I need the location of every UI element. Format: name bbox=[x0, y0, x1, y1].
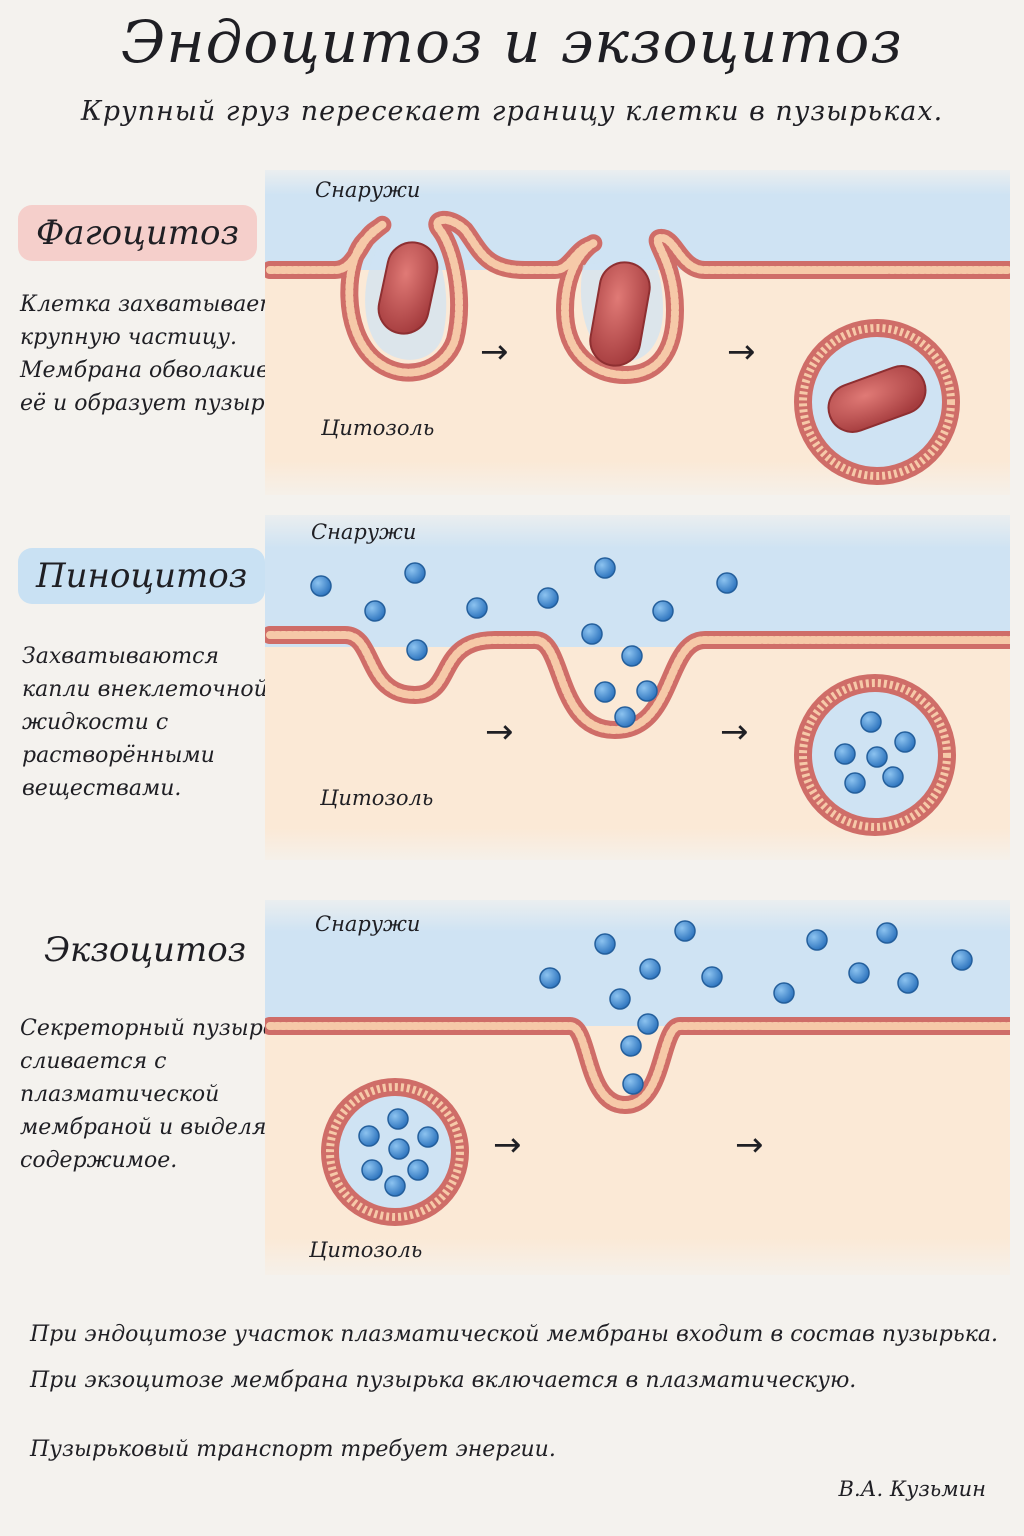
droplet bbox=[637, 1013, 659, 1035]
droplet bbox=[364, 600, 386, 622]
cytosol-label: Цитозоль bbox=[309, 1238, 423, 1262]
membrane-inner bbox=[266, 631, 1010, 735]
droplet bbox=[834, 743, 856, 765]
page-title: Эндоцитоз и экзоцитоз bbox=[121, 8, 903, 76]
droplet bbox=[636, 680, 658, 702]
outside-region bbox=[265, 515, 1010, 647]
droplet bbox=[466, 597, 488, 619]
pinocytosis-diagram: → → Снаружи Цитозоль bbox=[265, 515, 1010, 860]
droplet bbox=[701, 966, 723, 988]
droplet bbox=[417, 1126, 439, 1148]
exocytosis-badge: Экзоцитоз bbox=[26, 922, 264, 978]
pinocytosis-title: Пиноцитоз bbox=[36, 556, 248, 596]
vesicle-1-membrane-inner bbox=[799, 324, 955, 480]
exocytosis-description: Секреторный пузырёк сливается с плазмати… bbox=[20, 1016, 301, 1173]
droplet bbox=[639, 958, 661, 980]
droplet bbox=[876, 922, 898, 944]
droplet bbox=[387, 1108, 409, 1130]
droplet bbox=[894, 731, 916, 753]
droplet bbox=[614, 706, 636, 728]
pinocytosis-badge: Пиноцитоз bbox=[18, 548, 266, 604]
outside-region bbox=[265, 900, 1010, 1026]
droplet bbox=[594, 557, 616, 579]
droplet bbox=[384, 1175, 406, 1197]
outside-label: Снаружи bbox=[315, 912, 421, 936]
droplet bbox=[539, 967, 561, 989]
droplet bbox=[806, 929, 828, 951]
arrow-1: → bbox=[485, 712, 514, 752]
droplet bbox=[358, 1125, 380, 1147]
arrow-2: → bbox=[727, 332, 756, 372]
droplet bbox=[310, 575, 332, 597]
droplet bbox=[594, 681, 616, 703]
droplet bbox=[882, 766, 904, 788]
membrane-inner bbox=[266, 215, 1010, 380]
droplet bbox=[609, 988, 631, 1010]
vesicle-2-membrane-inner bbox=[799, 679, 951, 831]
page-subtitle: Крупный груз пересекает границу клетки в… bbox=[80, 96, 944, 127]
phagocytosis-diagram: → → Снаружи Цитозоль bbox=[265, 170, 1010, 495]
droplet bbox=[773, 982, 795, 1004]
outside-label: Снаружи bbox=[311, 520, 417, 544]
droplet bbox=[951, 949, 973, 971]
secretory-vesicle-membrane-inner bbox=[326, 1083, 464, 1221]
exocytosis-diagram: → → Снаружи Цитозоль bbox=[265, 900, 1010, 1275]
droplet bbox=[407, 1159, 429, 1181]
droplet bbox=[674, 920, 696, 942]
phagocytosis-badge: Фагоцитоз bbox=[18, 205, 258, 261]
author-signature: В.А. Кузьмин bbox=[838, 1477, 986, 1501]
arrow-2: → bbox=[735, 1125, 764, 1165]
outside-label: Снаружи bbox=[315, 178, 421, 202]
droplet bbox=[716, 572, 738, 594]
droplet bbox=[594, 933, 616, 955]
exocytosis-title: Экзоцитоз bbox=[44, 930, 247, 970]
footer-line-1: При эндоцитозе участок плазматической ме… bbox=[30, 1322, 999, 1347]
droplet bbox=[361, 1159, 383, 1181]
droplet bbox=[897, 972, 919, 994]
droplet bbox=[537, 587, 559, 609]
droplet bbox=[866, 746, 888, 768]
droplet bbox=[406, 639, 428, 661]
particle-1 bbox=[377, 241, 439, 335]
arrow-1: → bbox=[480, 332, 509, 372]
droplet bbox=[581, 623, 603, 645]
droplet bbox=[621, 645, 643, 667]
droplet bbox=[388, 1138, 410, 1160]
droplet bbox=[844, 772, 866, 794]
pinocytosis-description: Захватываются капли внеклеточной жидкост… bbox=[22, 644, 268, 801]
droplet bbox=[404, 562, 426, 584]
particle-3 bbox=[827, 365, 927, 433]
droplet bbox=[622, 1073, 644, 1095]
arrow-1: → bbox=[493, 1125, 522, 1165]
droplet bbox=[860, 711, 882, 733]
footer-line-3: Пузырьковый транспорт требует энергии. bbox=[30, 1437, 556, 1462]
particle-2 bbox=[589, 261, 651, 367]
footer-line-2: При экзоцитозе мембрана пузырька включае… bbox=[30, 1368, 857, 1393]
droplet bbox=[652, 600, 674, 622]
phagocytosis-title: Фагоцитоз bbox=[36, 213, 240, 253]
cytosol-label: Цитозоль bbox=[321, 416, 435, 440]
droplet bbox=[848, 962, 870, 984]
droplet bbox=[620, 1035, 642, 1057]
cytosol-label: Цитозоль bbox=[320, 786, 434, 810]
membrane-inner bbox=[266, 1022, 1010, 1110]
arrow-2: → bbox=[720, 712, 749, 752]
